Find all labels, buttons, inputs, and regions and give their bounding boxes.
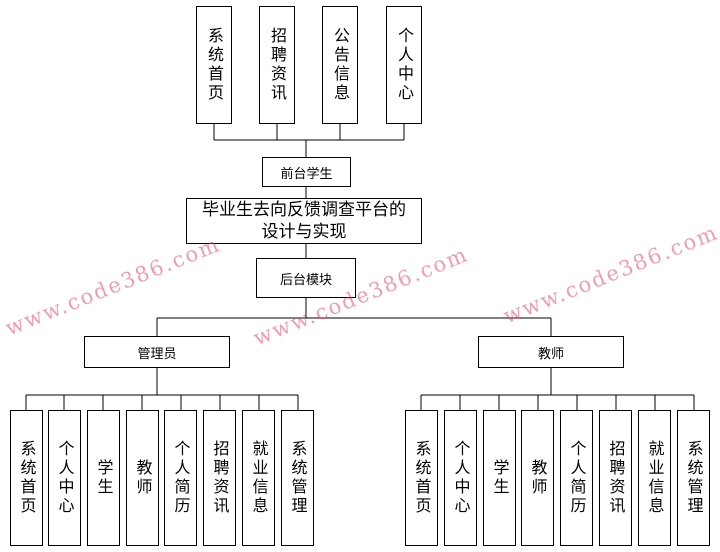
- front-module-recruitment: 招聘资讯: [259, 6, 295, 124]
- teacher-child-employment: 就业信息: [638, 410, 671, 546]
- teacher-child-teacher: 教师: [521, 410, 554, 546]
- admin-child-home: 系统首页: [10, 410, 43, 546]
- admin-child-recruitment: 招聘资讯: [203, 410, 236, 546]
- front-module-announcements: 公告信息: [322, 6, 358, 124]
- teacher-child-resume: 个人简历: [560, 410, 593, 546]
- teacher-child-recruitment: 招聘资讯: [599, 410, 632, 546]
- front-module-personal-center: 个人中心: [386, 6, 422, 124]
- system-title-line-1: 毕业生去向反馈调查平台的: [202, 200, 406, 220]
- admin-child-teacher: 教师: [126, 410, 159, 546]
- admin-child-resume: 个人简历: [164, 410, 197, 546]
- backend-module-node: 后台模块: [256, 258, 356, 298]
- admin-node: 管理员: [84, 336, 230, 368]
- admin-child-student: 学生: [87, 410, 120, 546]
- system-title-node: 毕业生去向反馈调查平台的 设计与实现: [186, 198, 422, 244]
- teacher-child-personal-center: 个人中心: [444, 410, 477, 546]
- admin-child-system-management: 系统管理: [281, 410, 314, 546]
- teacher-node: 教师: [478, 336, 624, 368]
- admin-child-personal-center: 个人中心: [48, 410, 81, 546]
- admin-child-employment: 就业信息: [242, 410, 275, 546]
- system-title-line-2: 设计与实现: [261, 222, 347, 242]
- teacher-child-student: 学生: [483, 410, 516, 546]
- teacher-child-home: 系统首页: [405, 410, 438, 546]
- teacher-child-system-management: 系统管理: [677, 410, 710, 546]
- front-student-node: 前台学生: [262, 157, 351, 187]
- front-module-home: 系统首页: [196, 6, 232, 124]
